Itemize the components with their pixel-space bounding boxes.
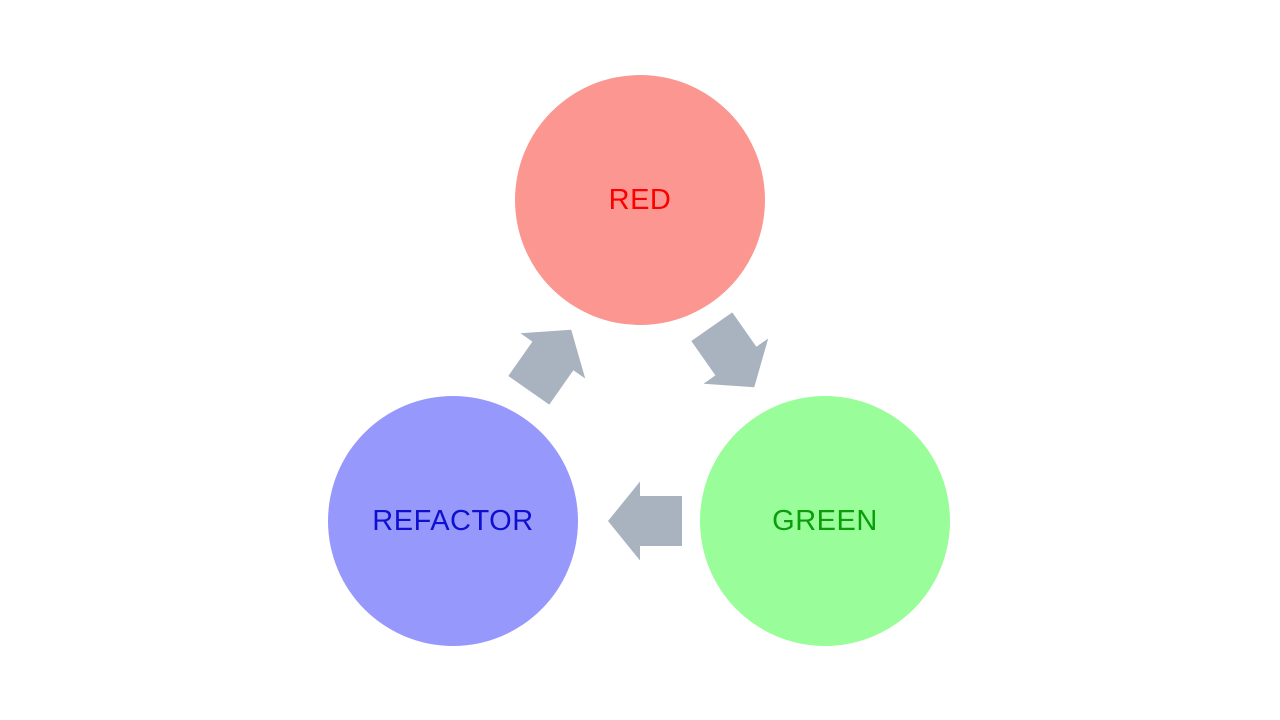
node-red-label: RED [608,183,672,216]
node-green: GREEN [700,396,950,646]
node-green-label: GREEN [772,504,878,537]
arrow-red-to-green [691,312,769,388]
arrow-refactor-to-red [508,329,586,405]
node-red: RED [515,75,765,325]
node-refactor-label: REFACTOR [372,504,534,537]
arrow-green-to-refactor [608,481,682,561]
node-refactor: REFACTOR [328,396,578,646]
